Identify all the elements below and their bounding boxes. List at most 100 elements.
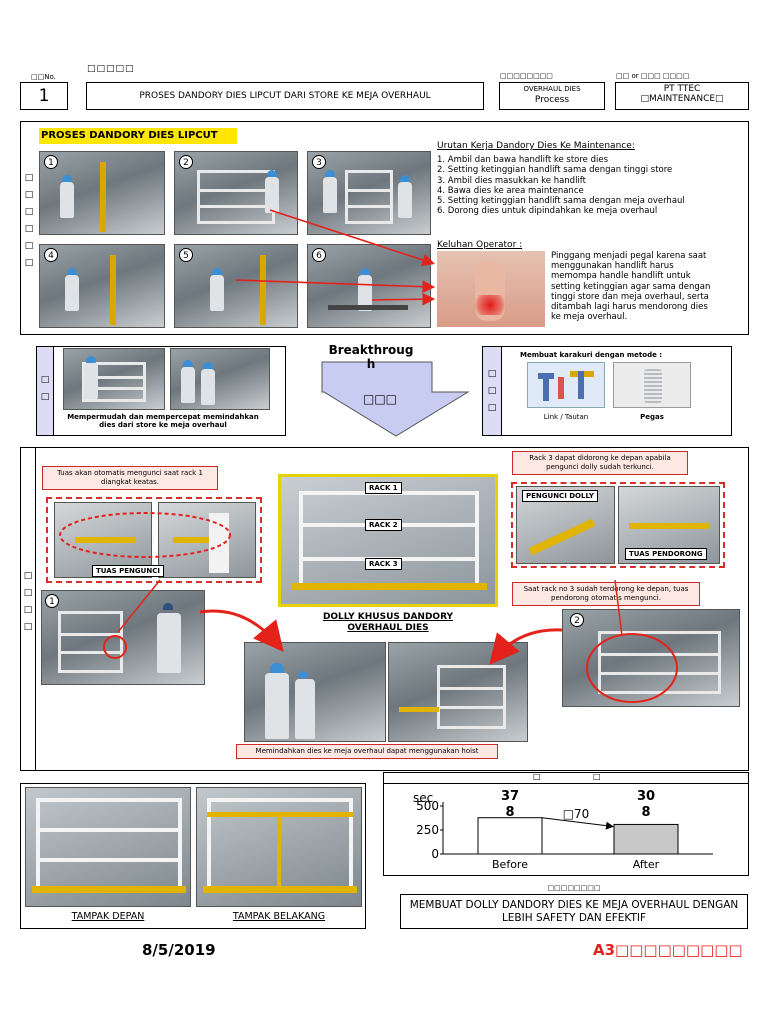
complaint-text: Pinggang menjadi pegal karena saat mengg… — [551, 251, 711, 323]
front-view-photo — [25, 787, 191, 907]
page-title: PROSES DANDORY DIES LIPCUT DARI STORE KE… — [86, 82, 484, 110]
breakthrough-arrow — [321, 361, 470, 437]
paper-size-label: A3□□□□□□□□□ — [593, 941, 743, 959]
company-line1: PT TTEC — [663, 84, 701, 94]
tuas-pengunci-frame — [46, 497, 262, 583]
before-banner: PROSES DANDORY DIES LIPCUT — [39, 128, 237, 144]
summary-heading: □□□□□□□□ — [547, 884, 601, 892]
back-pain-image — [437, 251, 545, 327]
photo-number: 5 — [179, 248, 193, 262]
note-pendorong: Saat rack no 3 sudah terdorong ke depan,… — [512, 582, 700, 606]
dolly-caption: DOLLY KHUSUS DANDORY OVERHAUL DIES — [322, 612, 454, 633]
hoist-photo-2 — [388, 642, 528, 742]
after-side-bar — [20, 447, 36, 771]
bar-before — [477, 817, 543, 855]
result-section — [383, 772, 749, 876]
step-item: 2. Setting ketinggian handlift sama deng… — [437, 165, 673, 176]
pengunci-dolly-frame — [511, 482, 725, 568]
method-title: Membuat karakuri dengan metode : — [520, 351, 663, 359]
process-line2: Process — [534, 95, 570, 105]
y-axis-unit: sec — [413, 791, 433, 805]
photo-number: 2 — [179, 155, 193, 169]
arrow-right-to-hoist — [489, 628, 563, 665]
breakthrough-text: Breakthroug h — [328, 343, 414, 371]
back-view-label: TAMPAK BELAKANG — [232, 911, 326, 922]
note-rack3: Rack 3 dapat didorong ke depan apabila p… — [512, 451, 688, 475]
before-arrows — [235, 209, 436, 306]
photo-number: 1 — [45, 594, 59, 608]
process-box: OVERHAUL DIES Process — [499, 82, 605, 110]
rack-label-1: RACK 1 — [365, 482, 402, 494]
method-section — [482, 346, 732, 436]
spring-diagram — [613, 362, 691, 408]
rack-label-3: RACK 3 — [365, 558, 402, 570]
photo-number: 4 — [44, 248, 58, 262]
target-photo-2 — [170, 348, 270, 410]
arrow-photo6-to-pain — [371, 292, 436, 306]
step-item: 3. Ambil dies masukkan ke handlift — [437, 175, 586, 186]
before-photo-3 — [307, 151, 431, 235]
step-item: 6. Dorong dies untuk dipindahkan ke meja… — [437, 206, 658, 217]
step-item: 1. Ambil dan bawa handlift ke store dies — [437, 155, 609, 165]
label-tuas-pengunci: TUAS PENGUNCI — [92, 565, 164, 577]
x-label-before: Before — [492, 858, 528, 871]
target-photo-1 — [63, 348, 165, 410]
delta-label: □70 — [563, 807, 590, 821]
label-pengunci-dolly: PENGUNCI DOLLY — [522, 490, 598, 502]
arrow-left-to-hoist — [199, 609, 284, 652]
result-header: □ □ — [383, 772, 749, 784]
arrow-tuas-to-photo — [117, 579, 161, 633]
footer-date: 8/5/2019 — [142, 941, 216, 959]
breakthrough-sub: □□□ — [362, 392, 397, 406]
link-label: Link / Tautan — [543, 413, 589, 421]
steps-title: Urutan Kerja Dandory Dies Ke Maintenance… — [437, 141, 635, 151]
photo-number: 2 — [570, 613, 584, 627]
bar-after — [613, 823, 679, 855]
target-caption: Mempermudah dan mempercepat memindahkan … — [67, 413, 259, 429]
steps-list: 1. Ambil dan bawa handlift ke store dies… — [437, 155, 685, 217]
target-side-bar — [37, 347, 54, 435]
before-photo-2 — [174, 151, 298, 235]
photo-number: 1 — [44, 155, 58, 169]
y-tick-label: 0 — [431, 847, 439, 861]
trend-arrow — [541, 817, 614, 830]
theme-heading: □□□□□ — [87, 64, 135, 74]
summary-text: MEMBUAT DOLLY DANDORY DIES KE MEJA OVERH… — [400, 894, 748, 929]
note-hoist: Memindahkan dies ke meja overhaul dapat … — [236, 744, 498, 759]
back-view-photo — [196, 787, 362, 907]
process-heading: □□□□□□□□ — [500, 72, 553, 80]
after-arrows — [117, 579, 623, 665]
after-side-label: □□ □□ — [23, 571, 33, 632]
arrow-photo5-to-pain — [235, 279, 436, 294]
link-diagram — [527, 362, 605, 408]
arrow-pendorong-to-photo — [614, 579, 623, 637]
y-tick-label: 500 — [416, 799, 439, 813]
spring-label: Pegas — [640, 413, 664, 421]
step-item: 4. Bawa dies ke area maintenance — [437, 185, 584, 196]
method-side-bar — [483, 347, 502, 435]
complaint-title: Keluhan Operator : — [437, 240, 523, 250]
before-photo-4 — [39, 244, 165, 328]
y-tick-label: 250 — [416, 823, 439, 837]
front-view-label: TAMPAK DEPAN — [71, 911, 145, 922]
after-photo-1 — [41, 590, 205, 685]
label-tuas-pendorong: TUAS PENDORONG — [625, 548, 707, 560]
before-photo-1 — [39, 151, 165, 235]
step-item: 5. Setting ketinggian handlift sama deng… — [437, 196, 685, 207]
target-side-label: □□ — [40, 375, 50, 402]
photo-number: 3 — [312, 155, 326, 169]
note-tuas-lock: Tuas akan otomatis mengunci saat rack 1 … — [42, 466, 218, 490]
tuas-highlight-ellipse — [59, 512, 231, 558]
company-box: PT TTEC □MAINTENANCE□ — [615, 82, 749, 110]
arrow-photo2-to-pain — [269, 209, 436, 267]
after-photo1-circle — [103, 635, 127, 659]
after-photo2-circle — [586, 633, 678, 703]
before-side-label: □□ □□ □□ — [24, 173, 34, 268]
hoist-photo-1 — [244, 642, 386, 742]
company-heading: □□ or □□□ □□□□ — [616, 72, 690, 80]
number-label: □□No. — [31, 73, 56, 81]
tuas-photo-1 — [54, 502, 152, 578]
